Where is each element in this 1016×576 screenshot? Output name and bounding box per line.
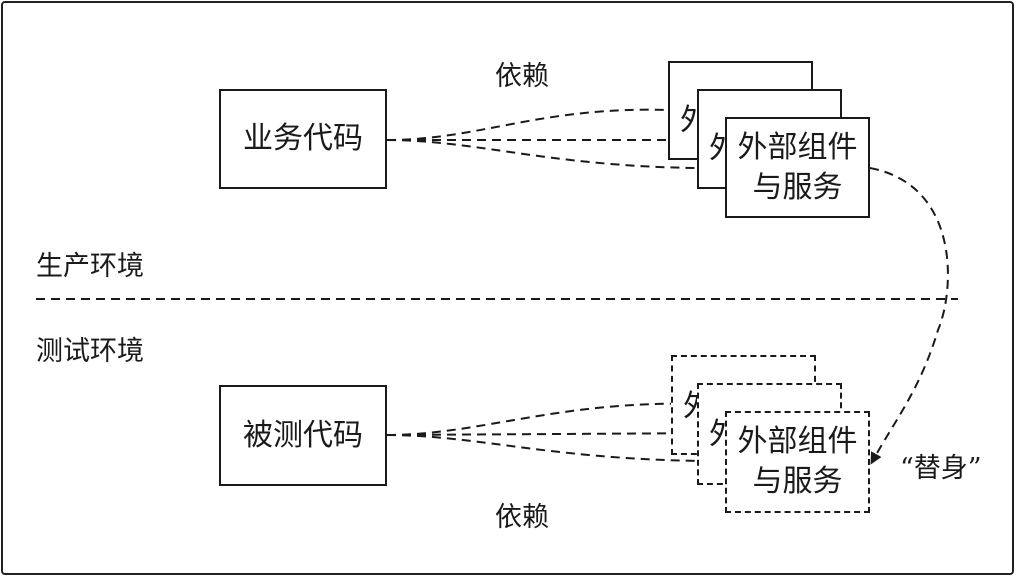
substitute-label: “替身” [900,453,982,484]
prod-dependency-line-3 [386,139,729,170]
code-under-test-box: 被测代码 [219,385,387,486]
test-dependency-line-2 [386,432,729,436]
prod-dependency-label: 依赖 [495,61,549,92]
production-environment-label: 生产环境 [36,251,144,282]
test-dependency-label: 依赖 [495,502,549,533]
test-double-box-front: 外部组件 与服务 [725,411,870,513]
external-service-box-front: 外部组件 与服务 [725,117,870,218]
external-service-label-line2: 与服务 [752,169,843,205]
substitute-arrow [869,167,949,465]
prod-dependency-line-1 [386,108,671,141]
test-double-label-line2: 与服务 [752,464,843,499]
test-dependency-line-1 [386,402,701,436]
external-service-label-line1: 外部组件 [737,129,858,165]
test-double-label-line1: 外部组件 [737,424,858,459]
business-code-box: 业务代码 [219,89,387,189]
code-under-test-label: 被测代码 [243,417,363,453]
test-environment-label: 测试环境 [36,336,144,367]
business-code-label: 业务代码 [243,121,363,156]
test-dependency-line-3 [386,434,729,463]
